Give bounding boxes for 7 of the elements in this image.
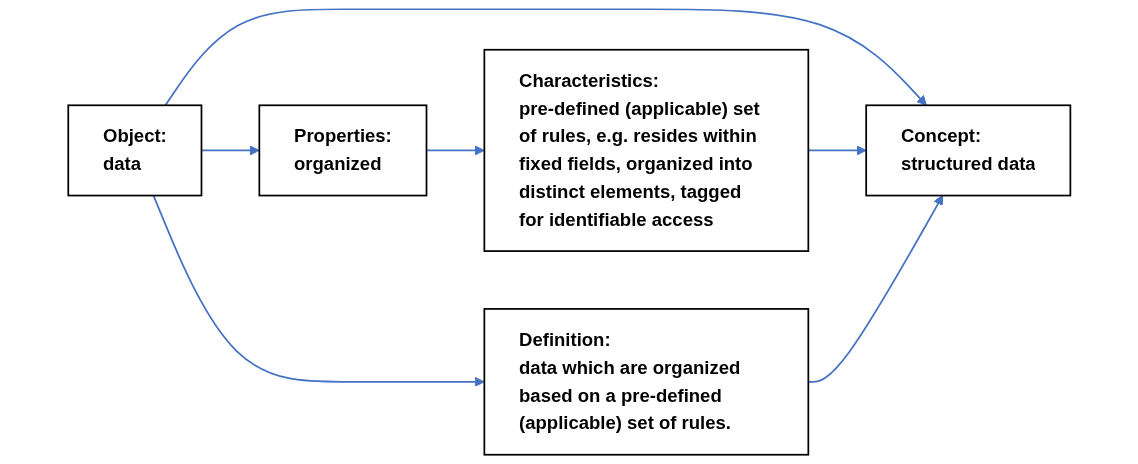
node-box: Characteristics: pre-defined (applicable) set of rules, e.g. resides within fixed fields, organized into distinct elements, tagged for identifiable access — [483, 48, 809, 252]
arrow — [164, 8, 927, 107]
arrow — [152, 194, 485, 387]
node-box: Object: data — [67, 104, 202, 197]
node-box: Properties: organized — [258, 104, 428, 197]
node-box: Definition: data which are organized based on a pre-defined (applicable) set of rules. — [483, 308, 809, 456]
node-box: Concept: structured data — [865, 104, 1071, 197]
